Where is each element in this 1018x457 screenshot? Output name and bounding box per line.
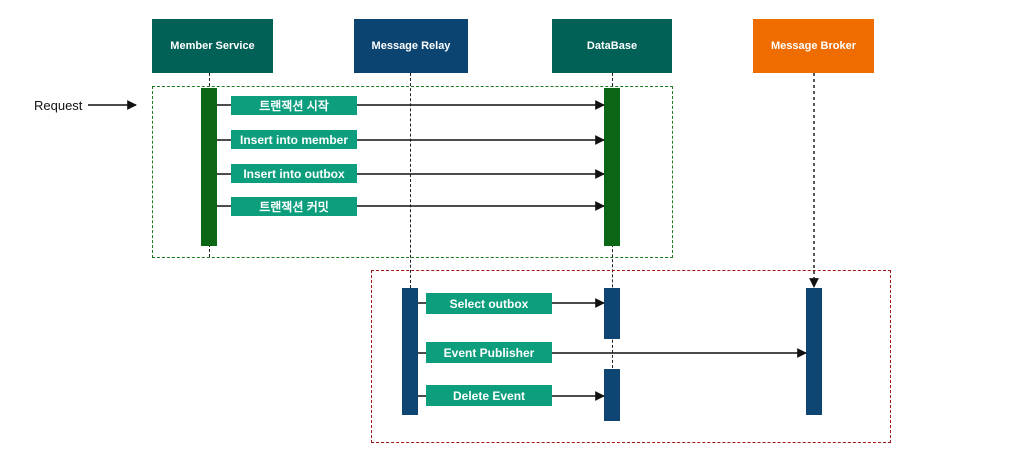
- relay-frame: [371, 270, 891, 443]
- request-label: Request: [34, 98, 83, 113]
- label-transaction-start: 트랜잭션 시작: [231, 96, 357, 115]
- actor-message-relay: Message Relay: [354, 19, 468, 73]
- activation-database-delete: [604, 369, 620, 421]
- activation-member-service: [201, 88, 217, 246]
- lifeline-message-relay: [410, 73, 411, 288]
- actor-message-broker: Message Broker: [753, 19, 874, 73]
- transaction-frame: [152, 86, 673, 258]
- label-event-publisher: Event Publisher: [426, 342, 552, 363]
- activation-database-select: [604, 288, 620, 339]
- activation-message-relay: [402, 288, 418, 415]
- activation-database-transaction: [604, 88, 620, 246]
- label-transaction-commit: 트랜잭션 커밋: [231, 197, 357, 216]
- label-insert-into-member: Insert into member: [231, 130, 357, 149]
- actor-member-service: Member Service: [152, 19, 273, 73]
- actor-database: DataBase: [552, 19, 672, 73]
- label-select-outbox: Select outbox: [426, 293, 552, 314]
- activation-message-broker: [806, 288, 822, 415]
- label-insert-into-outbox: Insert into outbox: [231, 164, 357, 183]
- label-delete-event: Delete Event: [426, 385, 552, 406]
